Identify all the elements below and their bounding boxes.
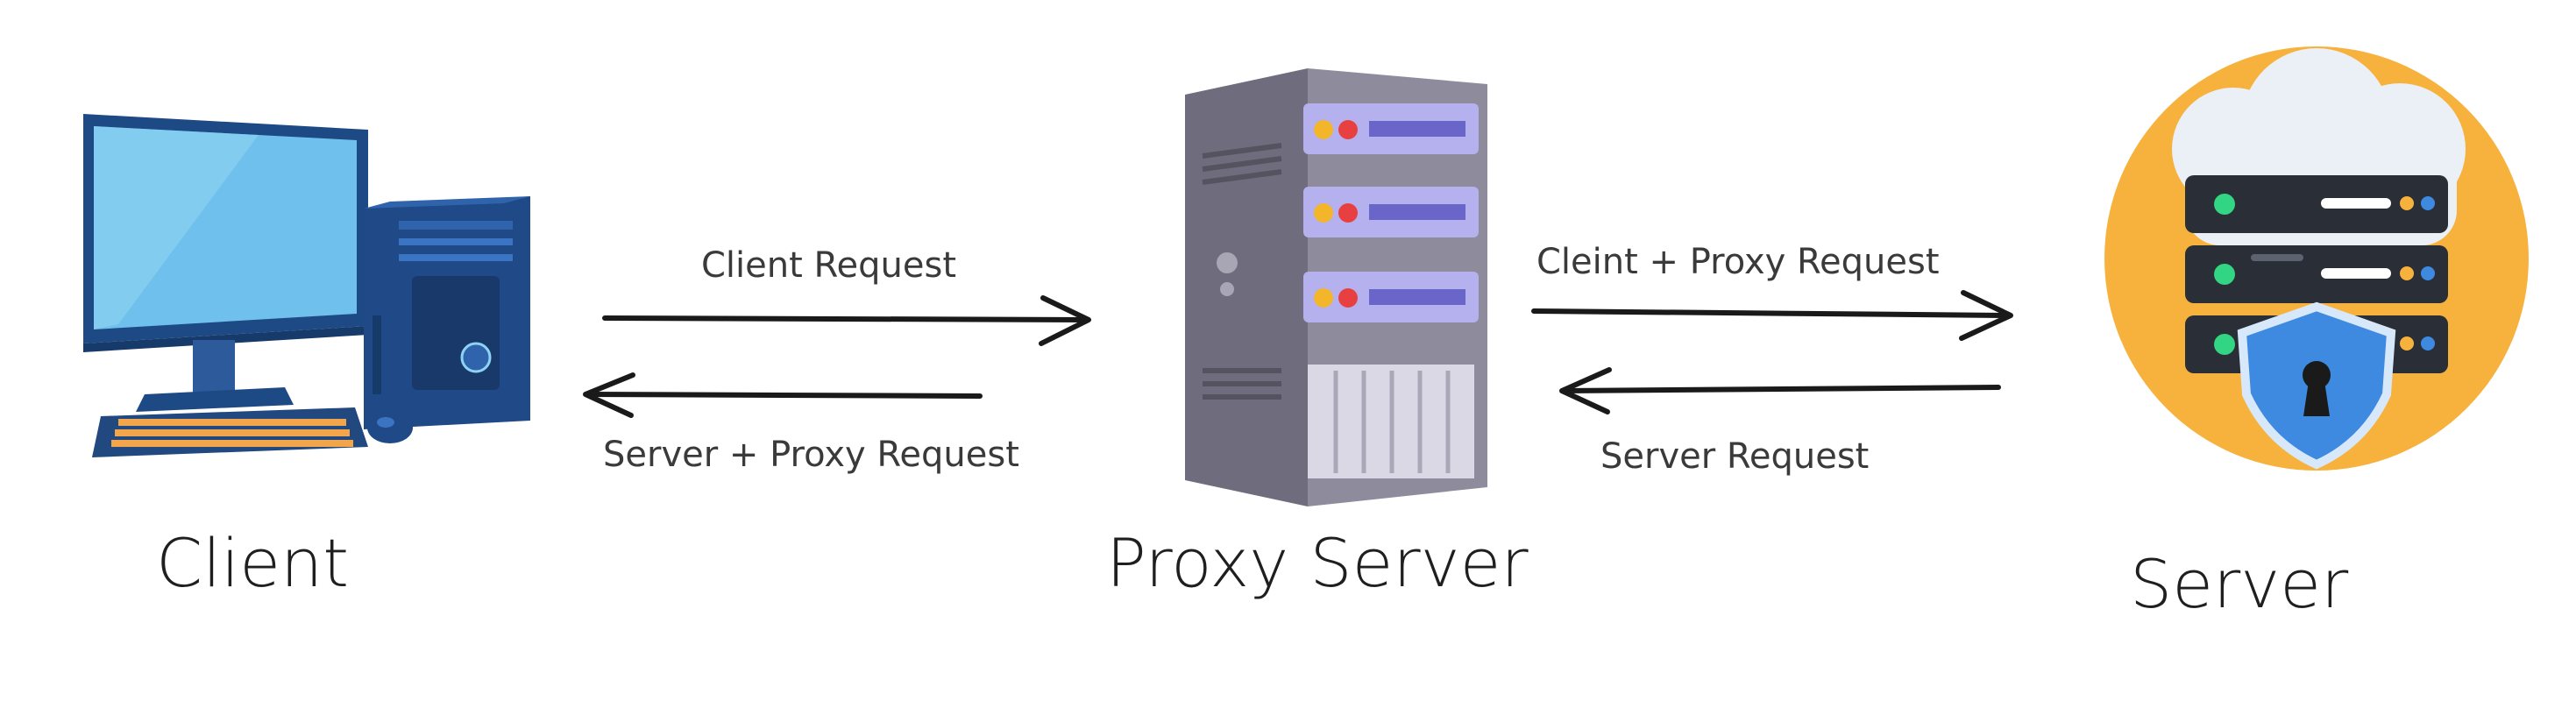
arrow-client-proxy-request: [1531, 308, 2012, 318]
secure-cloud-server-icon: [2104, 46, 2529, 471]
server-request-label: Server Request: [1600, 436, 1870, 477]
server-tower-icon: [1185, 68, 1487, 506]
arrow-client-request: [602, 315, 1089, 322]
client-label: Client: [156, 524, 350, 602]
desktop-computer-icon: [83, 114, 530, 457]
proxy-server-label: Proxy Server: [1106, 524, 1529, 602]
server-label: Server: [2130, 545, 2349, 623]
arrow-server-request: [1562, 385, 2001, 393]
client-proxy-request-label: Cleint + Proxy Request: [1536, 242, 1940, 282]
server-proxy-request-label: Server + Proxy Request: [603, 435, 1019, 475]
client-request-label: Client Request: [701, 245, 956, 286]
arrow-server-proxy-request: [585, 392, 983, 399]
